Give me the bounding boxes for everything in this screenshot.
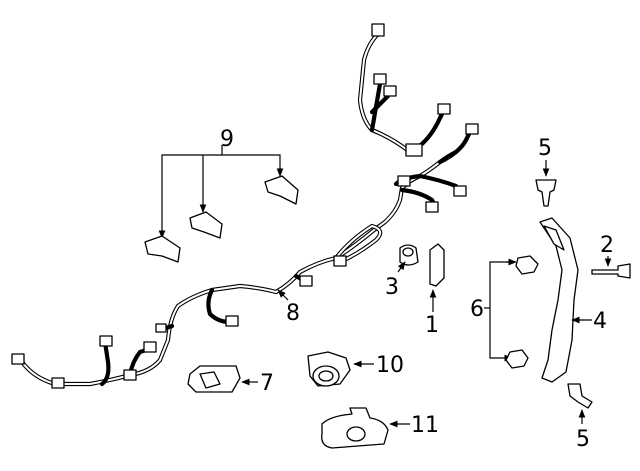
bolt-2 bbox=[591, 256, 631, 279]
parking-sensor-10 bbox=[307, 351, 374, 387]
callout-1: 1 bbox=[425, 313, 439, 338]
wiring-harness bbox=[11, 23, 479, 389]
callout-5-top: 5 bbox=[538, 136, 552, 161]
grommet-3 bbox=[397, 244, 419, 273]
callout-5-bottom: 5 bbox=[576, 427, 590, 452]
sensor-module-7 bbox=[187, 365, 258, 393]
callout-3: 3 bbox=[385, 275, 399, 300]
callout-8: 8 bbox=[286, 301, 300, 326]
callout-6: 6 bbox=[470, 297, 484, 322]
callout-9: 9 bbox=[220, 127, 234, 152]
sensor-retainer-11 bbox=[321, 407, 410, 449]
push-pin-5-top bbox=[535, 160, 557, 207]
callout-4: 4 bbox=[593, 309, 607, 334]
callout-10: 10 bbox=[376, 353, 404, 378]
push-pin-5-bottom bbox=[567, 383, 593, 424]
sensor-bracket-1 bbox=[429, 243, 445, 312]
nut-set-6 bbox=[484, 255, 539, 369]
mounting-bracket-4 bbox=[539, 217, 592, 383]
callout-7: 7 bbox=[260, 371, 274, 396]
clip-set-9 bbox=[144, 145, 299, 263]
callout-2: 2 bbox=[600, 233, 614, 258]
callout-11: 11 bbox=[411, 413, 439, 438]
harness-leader bbox=[277, 289, 289, 301]
